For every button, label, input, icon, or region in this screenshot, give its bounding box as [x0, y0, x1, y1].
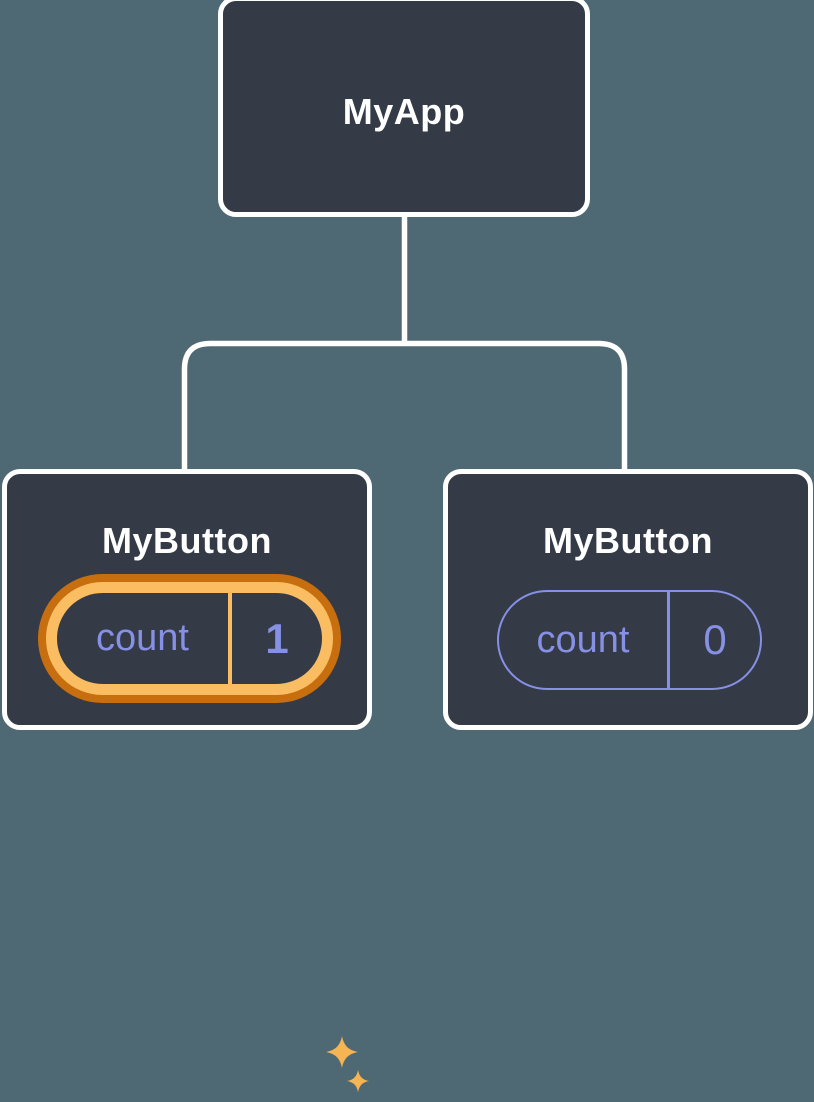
connector-branch: [181, 340, 628, 471]
state-value: 0: [703, 616, 727, 663]
state-pill: count 0: [497, 590, 762, 690]
root-node-label: MyApp: [342, 90, 466, 132]
pill-divider: [228, 593, 232, 684]
child-node-label: MyButton: [543, 520, 713, 561]
state-value: 1: [265, 614, 289, 662]
child-node-label: MyButton: [102, 520, 272, 561]
sparkles-icon: [326, 1036, 370, 1093]
state-name-label: count: [96, 617, 189, 659]
child-node-mybutton-right: MyButton count 0: [443, 469, 813, 730]
root-node-myapp: MyApp: [218, 0, 590, 217]
child-node-mybutton-left: MyButton count 1: [2, 469, 372, 1093]
state-name-label: count: [536, 618, 630, 661]
state-pill-highlighted: count 1: [46, 582, 333, 695]
pill-divider: [667, 592, 670, 688]
